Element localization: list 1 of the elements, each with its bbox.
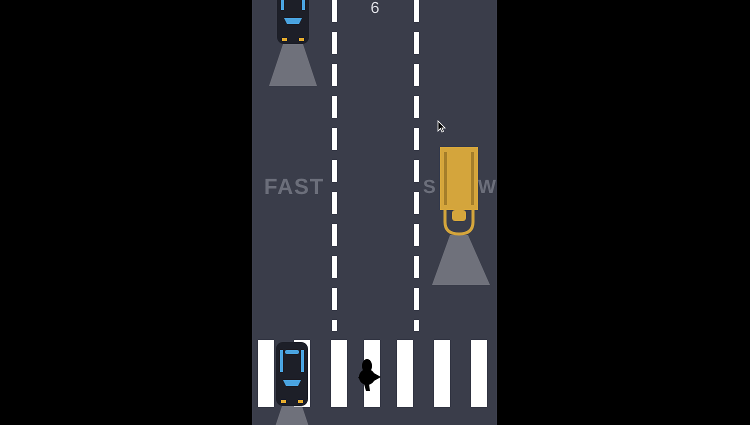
score-text: 6 [370,1,380,17]
